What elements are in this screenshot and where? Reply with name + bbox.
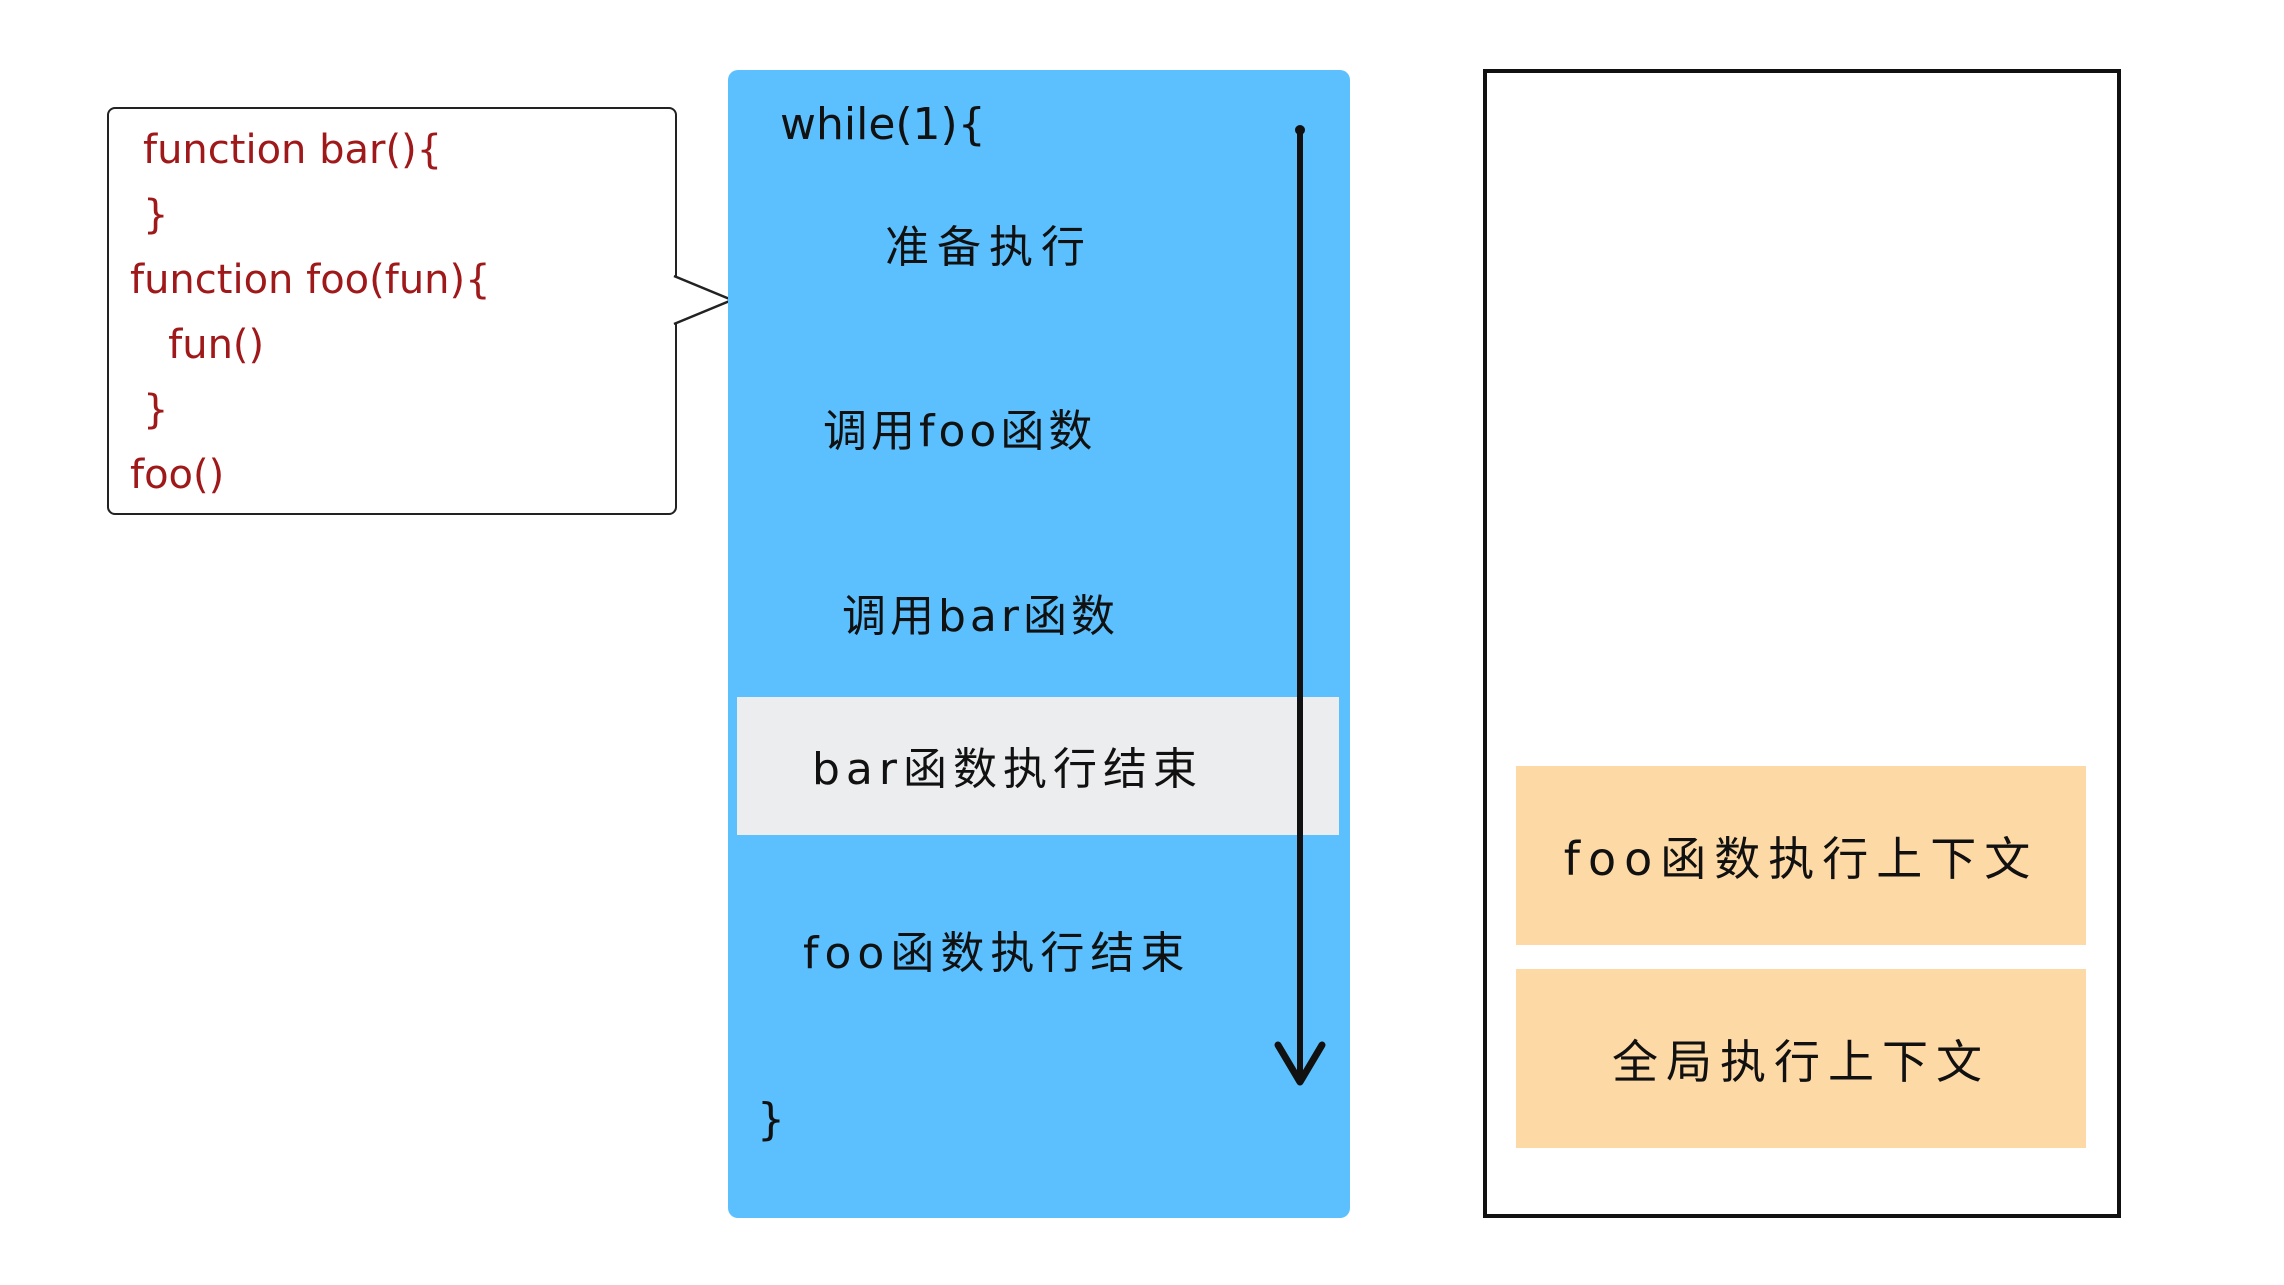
stack-frame-foo: foo函数执行上下文 <box>1516 766 2086 945</box>
code-line: function bar(){ <box>143 127 443 173</box>
loop-step: 调用foo函数 <box>823 406 1097 457</box>
code-line: function foo(fun){ <box>130 257 491 303</box>
loop-footer: } <box>757 1094 785 1145</box>
loop-step: 调用bar函数 <box>842 591 1119 642</box>
flow-arrow-icon <box>1274 125 1326 1086</box>
event-loop-panel <box>728 70 1350 1218</box>
code-callout <box>107 107 677 515</box>
stack-frame-label: foo函数执行上下文 <box>1563 831 2039 886</box>
loop-step-highlighted: bar函数执行结束 <box>812 744 1203 795</box>
code-line: } <box>143 192 169 238</box>
loop-header: while(1){ <box>780 99 986 150</box>
stack-frame-label: 全局执行上下文 <box>1612 1034 1990 1089</box>
highlighted-step-row <box>737 697 1339 835</box>
loop-step: 准备执行 <box>885 222 1093 273</box>
callout-pointer <box>673 274 736 326</box>
code-line: fun() <box>130 322 265 368</box>
loop-step: foo函数执行结束 <box>803 928 1191 979</box>
code-line: } <box>143 387 169 433</box>
code-line: foo() <box>130 452 225 498</box>
stack-frame-global: 全局执行上下文 <box>1516 969 2086 1148</box>
